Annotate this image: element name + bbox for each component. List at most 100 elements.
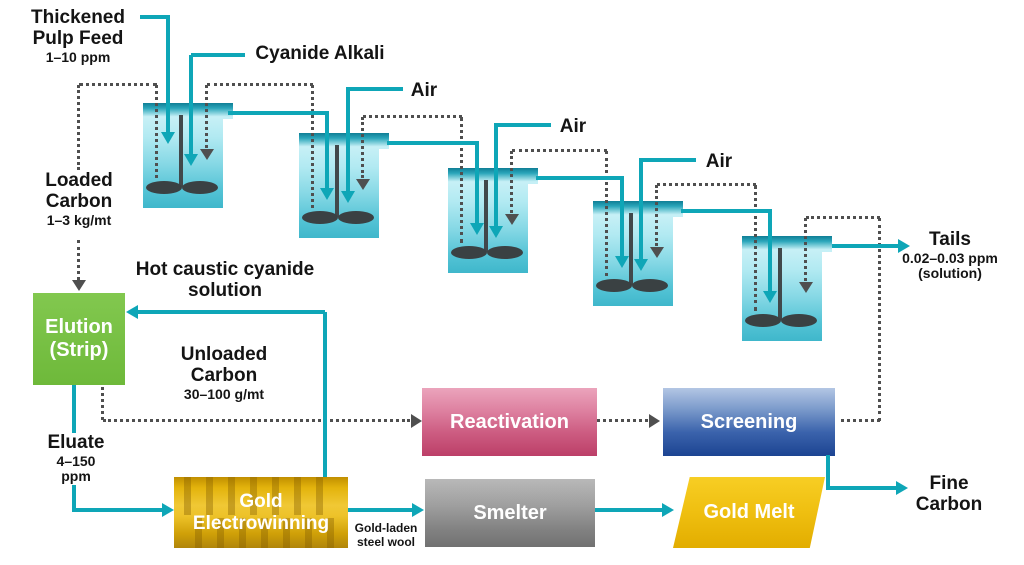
unloaded-carbon-label: Unloaded Carbon 30–100 g/mt — [180, 344, 268, 402]
pulp-overflow-line-1-2 — [325, 113, 329, 190]
impeller-icon — [451, 246, 487, 259]
cyanide-arrow-icon — [184, 154, 198, 166]
agitator-shaft-icon — [484, 180, 488, 252]
agitator-shaft-icon — [629, 213, 633, 285]
air-line-tank4 — [639, 160, 643, 261]
loaded-carbon-line — [77, 85, 80, 170]
air-line-tank2 — [346, 89, 350, 193]
pulp-feed-line — [140, 15, 170, 19]
agitator-shaft-icon — [179, 115, 183, 187]
pulp-overflow-line-2-3 — [387, 141, 479, 145]
carbon-pipe-tank1 — [155, 85, 158, 178]
carbon-transfer-line-2-1 — [205, 85, 208, 148]
impeller-icon — [302, 211, 338, 224]
impeller-icon — [781, 314, 817, 327]
carbon-transfer-line-2-1 — [207, 83, 313, 86]
caustic-return-line — [130, 310, 325, 314]
air-label: Air — [559, 116, 587, 137]
agitator-shaft-icon — [778, 248, 782, 320]
reactivation-screening-line — [597, 419, 648, 422]
pulp-overflow-line-4-5 — [768, 211, 772, 293]
gold-melt-unit: Gold Melt — [673, 477, 825, 548]
pulp-overflow-line-3-4 — [536, 176, 624, 180]
air-line-tank4 — [639, 158, 696, 162]
regenerated-carbon-arrow-icon — [799, 282, 813, 293]
carbon-transfer-line-5-4 — [657, 183, 756, 186]
caustic-return-arrow-icon — [126, 305, 138, 319]
tank-overflow-notch — [822, 252, 832, 341]
carbon-transfer-line-4-3 — [510, 151, 513, 213]
cyanide-line — [191, 53, 245, 57]
unloaded-carbon-arrow-icon — [411, 414, 422, 428]
pulp-feed-label: Thickened Pulp Feed 1–10 ppm — [31, 7, 125, 65]
reactivation-screening-arrow-icon — [649, 414, 660, 428]
air-arrow-icon — [489, 226, 503, 238]
loaded-carbon-line — [77, 240, 80, 280]
cip-tank-1 — [143, 103, 233, 208]
carbon-pipe-tank5 — [754, 185, 757, 311]
cip-tank-5 — [742, 236, 832, 341]
smelter-unit: Smelter — [425, 479, 595, 547]
carbon-transfer-arrow-icon — [200, 149, 214, 160]
pulp-overflow-line-2-3 — [475, 143, 479, 225]
screening-unit: Screening — [663, 388, 835, 456]
cyanide-label: Cyanide Alkali — [255, 43, 385, 64]
carbon-transfer-arrow-icon — [356, 179, 370, 190]
carbon-pipe-tank3 — [460, 117, 463, 243]
cyanide-line — [189, 55, 193, 155]
steel-wool-label: Gold-laden steel wool — [354, 521, 418, 550]
impeller-icon — [146, 181, 182, 194]
electrowinning-label: Gold — [239, 490, 283, 512]
impeller-icon — [338, 211, 374, 224]
unloaded-carbon-line — [101, 387, 104, 420]
pulp-feed-line — [166, 17, 170, 133]
fine-carbon-arrow-icon — [896, 481, 908, 495]
air-line-tank3 — [494, 125, 498, 228]
tank-overflow-notch — [673, 217, 683, 306]
eluate-label: Eluate 4–150 ppm — [44, 432, 108, 485]
impeller-icon — [182, 181, 218, 194]
pulp-overflow-line-1-2 — [228, 111, 329, 115]
pulp-overflow-line-3-4 — [620, 178, 624, 258]
elution-label: (Strip) — [49, 339, 109, 361]
tank-overflow-notch — [223, 119, 233, 208]
carbon-pipe-tank2 — [311, 85, 314, 208]
eluate-arrow-icon — [162, 503, 174, 517]
air-line-tank2 — [346, 87, 403, 91]
regenerated-carbon-line — [804, 218, 807, 281]
pulp-overflow-arrow-icon — [615, 256, 629, 268]
eluate-line — [72, 508, 162, 512]
steel-wool-arrow-icon — [412, 503, 424, 517]
impeller-icon — [487, 246, 523, 259]
carbon-transfer-line-3-2 — [361, 117, 364, 178]
air-arrow-icon — [634, 259, 648, 271]
impeller-icon — [596, 279, 632, 292]
carbon-transfer-line-5-4 — [655, 185, 658, 246]
loaded-carbon-line — [79, 83, 157, 86]
tank-overflow-notch — [379, 149, 389, 238]
air-line-tank3 — [494, 123, 551, 127]
fine-carbon-line — [826, 486, 896, 490]
agitator-shaft-icon — [335, 145, 339, 217]
gold-melt-label: Gold Melt — [703, 501, 795, 523]
cip-tank-3 — [448, 168, 538, 273]
tank-overflow-notch — [528, 184, 538, 273]
regenerated-carbon-line — [806, 216, 880, 219]
caustic-solution-label: Hot caustic cyanide solution — [135, 259, 315, 301]
carbon-transfer-line-4-3 — [512, 149, 607, 152]
electrowinning-label: Electrowinning — [192, 512, 330, 534]
reactivation-label: Reactivation — [450, 410, 569, 433]
smelter-label: Smelter — [473, 501, 547, 524]
air-label: Air — [410, 80, 438, 101]
loaded-carbon-arrow-icon — [72, 280, 86, 291]
smelter-out-arrow-icon — [662, 503, 674, 517]
pulp-overflow-arrow-icon — [763, 291, 777, 303]
fine-carbon-label: Fine Carbon — [915, 473, 983, 515]
carbon-transfer-line-3-2 — [363, 115, 462, 118]
regenerated-carbon-line — [841, 419, 880, 422]
impeller-icon — [632, 279, 668, 292]
cip-tank-2 — [299, 133, 389, 238]
tails-label: Tails 0.02–0.03 ppm (solution) — [902, 229, 998, 282]
air-arrow-icon — [341, 191, 355, 203]
